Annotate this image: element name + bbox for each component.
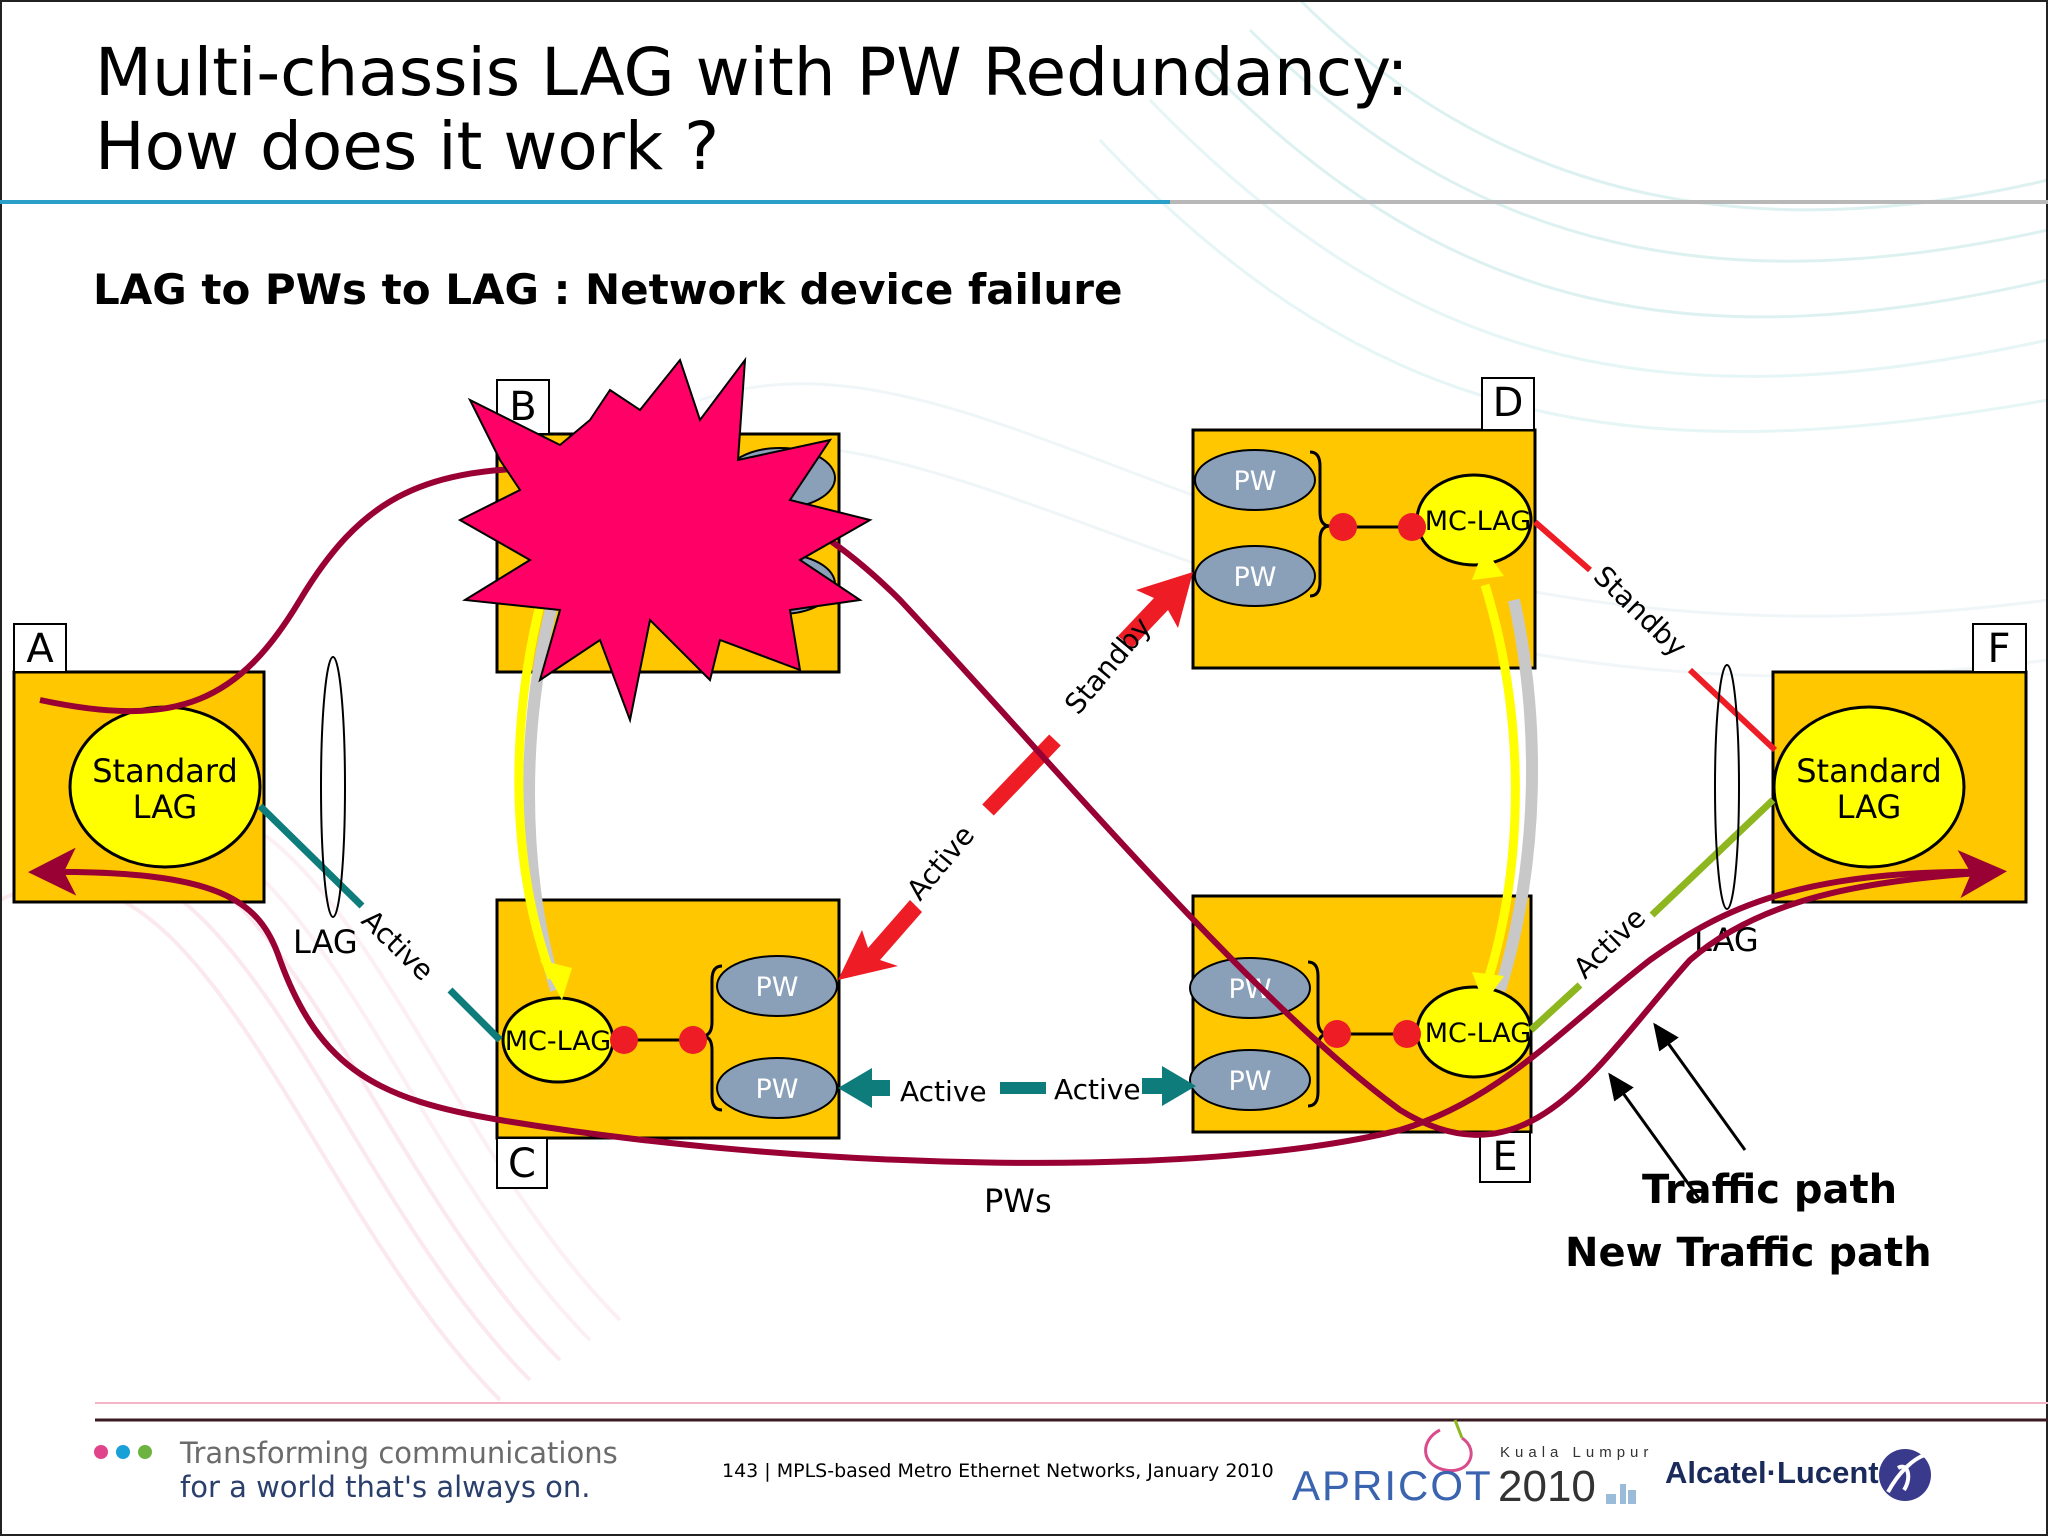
node-c-pw2: PW [756,1074,799,1105]
slide-subtitle: LAG to PWs to LAG : Network device failu… [93,265,1123,314]
slide-title: Multi-chassis LAG with PW Redundancy: Ho… [95,36,1409,184]
link-c-e-active-right-label: Active [1054,1073,1141,1106]
icb-d-e [1472,548,1539,1004]
footer-page-info: 143 | MPLS-based Metro Ethernet Networks… [722,1460,1274,1482]
node-e: E PW PW MC-LAG [1189,894,1533,1183]
apricot-city: Kuala Lumpur [1500,1444,1654,1461]
link-e-f-active-label: Active [1567,901,1652,985]
node-c: C MC-LAG PW PW [495,898,841,1189]
lag-right-bundle [1714,664,1740,910]
link-d-f: Standby [1533,519,1778,753]
node-c-pw1: PW [756,972,799,1003]
lag-left-label: LAG [293,923,358,961]
legend-pointer-traffic [1653,1022,1747,1151]
node-d-pw1: PW [1234,466,1277,497]
pws-label: PWs [984,1182,1052,1220]
slide-title-line1: Multi-chassis LAG with PW Redundancy: [95,34,1409,111]
new-traffic-path [28,847,2001,1166]
alcatel-lucent-logo-icon [1879,1449,1931,1501]
node-e-pw2: PW [1229,1066,1272,1097]
link-e-f: Active [1528,797,1776,1033]
node-c-label: C [508,1141,536,1187]
slide-title-line2: How does it work ? [95,108,720,185]
icb-b-c [514,583,572,1000]
tagline-line1: Transforming communications [180,1436,618,1470]
node-d-mclag: MC-LAG [1425,506,1531,537]
link-c-d-active-label: Active [900,819,981,907]
node-d: D PW PW MC-LAG [1191,377,1537,670]
node-f-label: F [1987,626,2010,672]
link-a-c-active-label: Active [355,903,440,987]
skyline-icon [1606,1484,1636,1504]
tagline-dots-icon [94,1444,160,1463]
apricot-logo-icon [1424,1419,1473,1473]
apricot-wordmark: APRICOT [1292,1462,1493,1509]
node-d-label: D [1493,380,1524,426]
traffic-path [39,464,2007,1138]
legend-traffic-path: Traffic path [1642,1167,1897,1213]
node-f-lag-line2: LAG [1837,788,1902,826]
node-f-lag-line1: Standard [1796,752,1942,790]
link-c-d-standby-label: Standby [1058,611,1158,721]
node-c-mclag: MC-LAG [505,1026,611,1057]
failure-burst-icon [457,356,873,724]
node-f: F Standard LAG [1771,623,2028,904]
brand-wordmark: Alcatel·Lucent [1665,1455,1879,1490]
apricot-year: 2010 [1498,1462,1596,1511]
legend-new-traffic-path: New Traffic path [1565,1230,1932,1276]
node-a: A Standard LAG [12,623,266,904]
tagline-line2: for a world that's always on. [180,1470,591,1504]
tagline: Transforming communications for a world … [180,1436,618,1504]
link-c-d: Active Standby [838,572,1193,980]
lag-left-bundle [320,656,346,918]
link-c-e-active-left-label: Active [900,1075,987,1108]
node-a-lag-line2: LAG [133,788,198,826]
legend-pointer-new-traffic [1608,1072,1702,1201]
link-c-e: Active Active [838,1066,1196,1108]
node-e-label: E [1492,1134,1517,1180]
node-a-lag-line1: Standard [92,752,238,790]
node-d-pw2: PW [1234,562,1277,593]
node-e-mclag: MC-LAG [1425,1018,1531,1049]
node-a-label: A [26,626,54,672]
